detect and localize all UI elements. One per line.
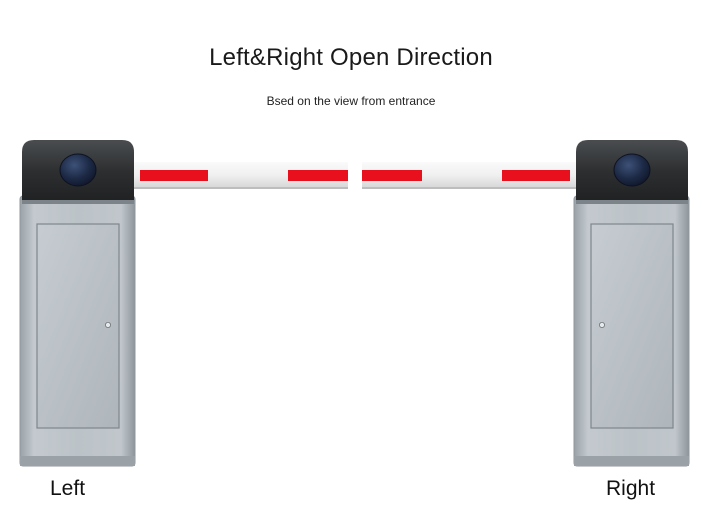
left-barrier-cabinet [19, 140, 136, 467]
warning-lamp-icon [59, 153, 97, 187]
right-boom-stripe [502, 170, 570, 181]
left-boom-arm [133, 162, 348, 189]
page-subtitle: Bsed on the view from entrance [266, 94, 436, 108]
left-label: Left [50, 477, 86, 500]
right-label: Right [606, 477, 656, 500]
left-boom-stripe [288, 170, 348, 181]
warning-lamp-icon [613, 153, 651, 187]
keyhole-icon [105, 321, 112, 328]
right-barrier-cabinet [573, 140, 690, 467]
right-boom-stripe [362, 170, 422, 181]
page-title: Left&Right Open Direction [209, 44, 493, 71]
left-boom-stripe [140, 170, 208, 181]
right-boom-arm [362, 162, 577, 189]
keyhole-icon [599, 321, 606, 328]
